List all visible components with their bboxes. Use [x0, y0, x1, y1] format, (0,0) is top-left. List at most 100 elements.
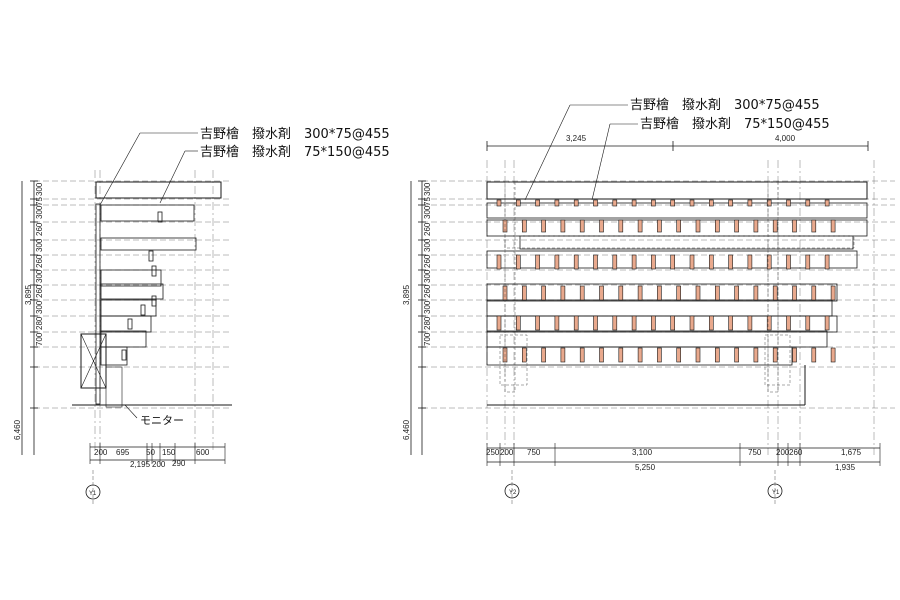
vertical-dim-2: 300 [35, 205, 44, 219]
right-batten [695, 285, 701, 301]
right-batten [824, 315, 830, 331]
right-batten [573, 199, 579, 207]
right-slat [486, 202, 868, 219]
left-label-line1: 吉野檜 撥水剤 300*75@455 [200, 126, 390, 142]
left-batten [151, 265, 157, 277]
left-leader [159, 150, 186, 204]
right-batten [618, 219, 624, 233]
right-batten [766, 315, 772, 331]
right-batten [714, 219, 720, 233]
right-slat [519, 235, 854, 250]
right-batten [689, 199, 695, 207]
right-batten [599, 347, 604, 363]
right-batten [515, 315, 521, 331]
right-batten [792, 285, 797, 301]
left-post [95, 203, 101, 405]
right-batten [747, 315, 753, 331]
right-batten [521, 347, 527, 363]
vertical-dim-2: 300 [423, 205, 432, 219]
right-batten [560, 347, 566, 363]
right-label-line2: 吉野檜 撥水剤 75*150@455 [640, 116, 830, 132]
left-top-beam [95, 181, 222, 199]
vertical-dim-8: 300 [423, 300, 432, 314]
right-batten [612, 254, 618, 270]
right-batten [496, 315, 502, 331]
right-batten [708, 254, 714, 270]
right-batten [811, 285, 817, 301]
right-batten [541, 285, 546, 301]
right-grid-label-1: Y2 [509, 490, 517, 496]
right-batten [830, 219, 836, 233]
right-bdim-2: 200 [500, 448, 514, 457]
right-batten [521, 285, 527, 301]
right-batten [599, 219, 604, 233]
left-batten [157, 211, 163, 223]
right-bdim-8: 1,675 [841, 448, 862, 457]
right-bdim-1: 250 [486, 448, 500, 457]
right-batten [830, 347, 836, 363]
right-batten [676, 347, 682, 363]
left-slat [100, 237, 197, 251]
right-bdim-total1: 5,250 [635, 463, 656, 472]
right-batten [554, 199, 560, 207]
vertical-dim-3: 260 [35, 222, 44, 236]
vertical-dim-7: 260 [35, 284, 44, 298]
right-batten [670, 315, 676, 331]
vertical-dim-4: 300 [423, 238, 432, 252]
left-slat [100, 299, 157, 317]
monitor-cross [80, 333, 107, 389]
right-batten [747, 254, 753, 270]
right-batten [811, 219, 817, 233]
right-elevation [410, 104, 895, 505]
vertical-dim-5: 260 [35, 254, 44, 268]
vertical-dim-1: 75 [423, 197, 432, 206]
right-label-line1: 吉野檜 撥水剤 300*75@455 [630, 97, 820, 113]
right-batten [560, 285, 566, 301]
right-batten [734, 219, 739, 233]
right-hidden-post [764, 334, 791, 386]
left-slat [100, 330, 147, 348]
right-bdim-6: 200 [776, 448, 790, 457]
right-batten [599, 285, 604, 301]
right-leader [524, 104, 571, 201]
right-batten [521, 219, 527, 233]
left-grid-label: Y1 [89, 491, 97, 497]
vertical-dim-1: 75 [35, 197, 44, 206]
right-batten [670, 199, 676, 207]
vertical-dim-10: 700 [423, 332, 432, 346]
right-post [767, 181, 779, 393]
monitor-leader [124, 404, 138, 419]
right-bdim-7: 260 [789, 448, 803, 457]
vertical-dim-5: 260 [423, 254, 432, 268]
right-batten [631, 254, 637, 270]
right-batten [695, 347, 701, 363]
right-slat [486, 346, 793, 366]
right-top-dim-2: 4,000 [775, 134, 796, 143]
left-batten [148, 250, 154, 262]
right-batten [618, 347, 624, 363]
right-post [504, 181, 516, 393]
right-batten [786, 315, 791, 331]
right-batten [560, 219, 566, 233]
right-batten [496, 254, 502, 270]
right-batten [637, 219, 643, 233]
right-batten [651, 315, 656, 331]
right-batten [573, 315, 579, 331]
vertical-dim-6: 300 [35, 269, 44, 283]
right-slat [486, 330, 828, 348]
right-batten [593, 254, 598, 270]
right-batten [657, 285, 662, 301]
right-leader [591, 123, 611, 201]
left-bdim-3: 50 [146, 448, 155, 457]
right-batten [824, 254, 830, 270]
right-total-bottom: 6,460 [402, 419, 411, 440]
right-batten [772, 219, 778, 233]
left-slat [100, 269, 162, 287]
right-batten [515, 199, 521, 207]
left-bdim-2: 695 [116, 448, 130, 457]
right-batten [824, 199, 830, 207]
right-batten [670, 254, 676, 270]
right-top-beam [486, 181, 868, 200]
right-batten [535, 315, 540, 331]
left-batten [121, 349, 127, 361]
